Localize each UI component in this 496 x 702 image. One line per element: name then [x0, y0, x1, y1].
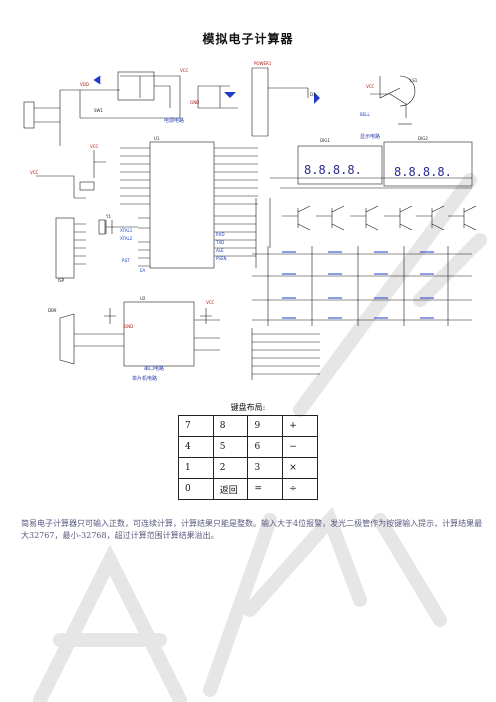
vcc-label-reset: VCC [30, 170, 39, 175]
u2-label: U2 [140, 296, 146, 301]
rst-label: RST [122, 258, 130, 263]
dig2-label: DIG2 [418, 136, 428, 141]
ale-label: ALE [216, 248, 224, 253]
description-paragraph: 简易电子计算器只可输入正数，可连续计算，计算结果只能是整数。输入大于4位报警，发… [21, 519, 483, 540]
digit-display-2: 8.8.8.8. [394, 165, 452, 179]
key-cell: 5 [212, 436, 249, 458]
key-cell: + [282, 415, 318, 437]
key-cell: 9 [247, 415, 284, 437]
txd-label: TXD [215, 240, 224, 245]
key-cell: 1 [178, 457, 214, 479]
keyboard-layout-table: 7 8 9 + 4 5 6 − 1 2 3 × 0 返回 = ÷ [178, 415, 318, 500]
display-section-label: 显示电路 [360, 133, 380, 140]
switch-label: SW1 [94, 108, 103, 113]
psen-label: PSEN [216, 256, 226, 261]
u1-label: U1 [154, 136, 160, 141]
dig1-label: DIG1 [320, 138, 330, 143]
serial-section-label: 串口电路 [144, 365, 164, 372]
crystal-label: Y1 [105, 214, 111, 219]
xtal2-label: XTAL2 [120, 236, 133, 241]
isp-label: ISP [58, 278, 65, 283]
vcc-label-power: VCC [180, 68, 189, 73]
key-cell: 0 [178, 478, 214, 500]
rxd-label: RXD [216, 232, 225, 237]
key-cell: − [282, 436, 318, 458]
db9-label: DB9 [48, 308, 57, 313]
vcc-label-buzzer: VCC [366, 84, 375, 89]
vcc-label-mcu: VCC [90, 144, 99, 149]
keyboard-row: 1 2 3 × [178, 457, 318, 479]
gnd-label-power: GND [190, 100, 199, 105]
vcc-label-serial: VCC [206, 300, 215, 305]
xtal1-label: XTAL1 [120, 228, 133, 233]
buzzer-label: LS1 [410, 78, 418, 83]
led-label: D1 [310, 92, 316, 97]
key-cell: 6 [247, 436, 284, 458]
key-cell: 8 [212, 415, 249, 437]
key-cell: ÷ [282, 478, 318, 500]
vdd-label: VDD [80, 82, 89, 87]
ea-label: EA [140, 268, 146, 273]
mcu-section-label: 单片机电路 [132, 375, 157, 382]
key-cell: 3 [247, 457, 284, 479]
page-title: 模拟电子计算器 [202, 32, 294, 46]
gnd-label-serial: GND [124, 324, 133, 329]
key-cell: 7 [178, 415, 214, 437]
key-cell: × [282, 457, 318, 479]
key-cell: 4 [178, 436, 214, 458]
keyboard-row: 4 5 6 − [178, 436, 318, 458]
digit-display-1: 8.8.8.8. [304, 163, 362, 177]
key-cell: 2 [212, 457, 249, 479]
power-connector-label: POWER1 [254, 61, 272, 66]
circuit-schematic: 电源电路 显示电路 单片机电路 串口电路 U1 U2 DIG1 DIG2 POW… [23, 61, 476, 382]
power-section-label: 电源电路 [164, 117, 184, 124]
key-cell: 返回 [212, 478, 249, 500]
keyboard-layout-title: 键盘布局: [230, 403, 266, 412]
bell-label: BELL [360, 112, 371, 117]
keyboard-row: 0 返回 = ÷ [178, 478, 318, 500]
keyboard-row: 7 8 9 + [178, 415, 318, 437]
key-cell: = [247, 478, 284, 500]
